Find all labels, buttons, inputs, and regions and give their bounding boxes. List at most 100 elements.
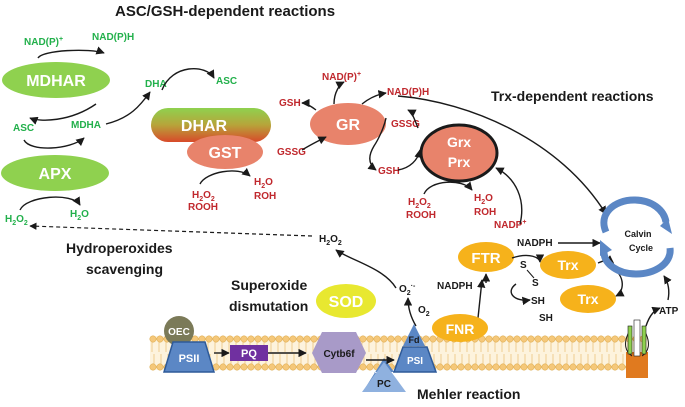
h2o-gst: H2O [254,177,273,190]
lipid-head [576,335,584,343]
h2o-prx: H2O [474,193,493,206]
lipid-head [555,363,563,371]
lipid-head [268,363,276,371]
cytb6f-label: Cytb6f [323,349,355,360]
atp-synthase [625,319,649,378]
lipid-head [310,335,318,343]
pq-label: PQ [241,348,257,360]
sh2-label: SH [539,313,553,324]
sod-enzyme [316,284,376,318]
gssg-right: GSSG [391,119,420,130]
lipid-head [597,335,605,343]
lipid-head [541,335,549,343]
nadp-plus-red: NAD(P)+ [322,71,361,83]
lipid-head [513,335,521,343]
lipid-head [555,335,563,343]
lipid-head [261,335,269,343]
lipid-head [506,335,514,343]
fnr-enzyme [432,314,488,342]
lipid-head [422,335,430,343]
gst-label: GST [209,145,242,162]
oec-label: OEC [168,327,190,338]
trx-bottom-label: Trx [577,291,598,307]
lipid-head [604,335,612,343]
lipid-head [387,335,395,343]
lipid-head [527,363,535,371]
lipid-head [548,363,556,371]
lipid-head [527,335,535,343]
lipid-head [240,335,248,343]
lipid-head [576,363,584,371]
fd-label: Fd [409,335,420,345]
lipid-head [534,335,542,343]
dhar-label: DHAR [181,118,228,135]
lipid-head [212,335,220,343]
lipid-head [226,335,234,343]
calvin-label-1: Calvin [624,229,651,239]
lipid-head [485,363,493,371]
psii-label: PSII [179,353,200,365]
lipid-head [359,335,367,343]
lipid-head [261,363,269,371]
cytb6f-complex [312,332,366,373]
s1-label: S [520,260,527,271]
gssg-left: GSSG [277,147,306,158]
lipid-head [373,335,381,343]
o2-radical: O2·- [399,283,416,297]
lipid-head [247,363,255,371]
nadph-red: NAD(P)H [387,87,429,98]
lipid-head [569,335,577,343]
lipid-head [429,335,437,343]
lipid-head [310,363,318,371]
lipid-head [569,363,577,371]
lipid-head [506,363,514,371]
lipid-head [156,335,164,343]
atp-label: ATP [659,306,679,317]
lipid-head [296,335,304,343]
lipid-head [562,363,570,371]
nadp-plus-green: NAD(P)+ [24,36,63,48]
lipid-head [478,363,486,371]
lipid-head [590,335,598,343]
lipid-head [492,335,500,343]
lipid-head [583,335,591,343]
heading-superoxide-2: dismutation [229,298,308,314]
lipid-head [198,335,206,343]
mdhar-enzyme [2,62,110,98]
lipid-head [492,363,500,371]
lipid-head [380,335,388,343]
fnr-label: FNR [446,321,475,337]
lipid-head [450,363,458,371]
rooh-gst: ROOH [188,202,218,213]
oec-complex [164,316,194,346]
lipid-head [268,335,276,343]
lipid-head [303,335,311,343]
lipid-head [156,363,164,371]
grx-prx-enzyme [419,123,499,183]
trx-bottom-enzyme [560,285,616,313]
lipid-head [611,335,619,343]
heading-superoxide-1: Superoxide [231,277,307,293]
mdha-label: MDHA [71,120,101,131]
lipid-head [282,335,290,343]
gst-enzyme [187,135,263,169]
lipid-head [149,335,157,343]
disulfide-bond [526,269,535,279]
lipid-head [275,363,283,371]
lipid-head [464,363,472,371]
pc-label: PC [377,379,391,390]
lipid-head [282,363,290,371]
lipid-head [520,363,528,371]
asc-left: ASC [13,123,34,134]
grx-label: Grx [447,134,471,150]
lipid-head [618,335,626,343]
dha-label: DHA [145,79,167,90]
lipid-head [289,335,297,343]
trx-top-label: Trx [557,257,578,273]
lipid-head [219,335,227,343]
prx-label: Prx [448,154,471,170]
lipid-head [233,363,241,371]
psi-label: PSI [407,356,423,367]
lipid-head [247,335,255,343]
